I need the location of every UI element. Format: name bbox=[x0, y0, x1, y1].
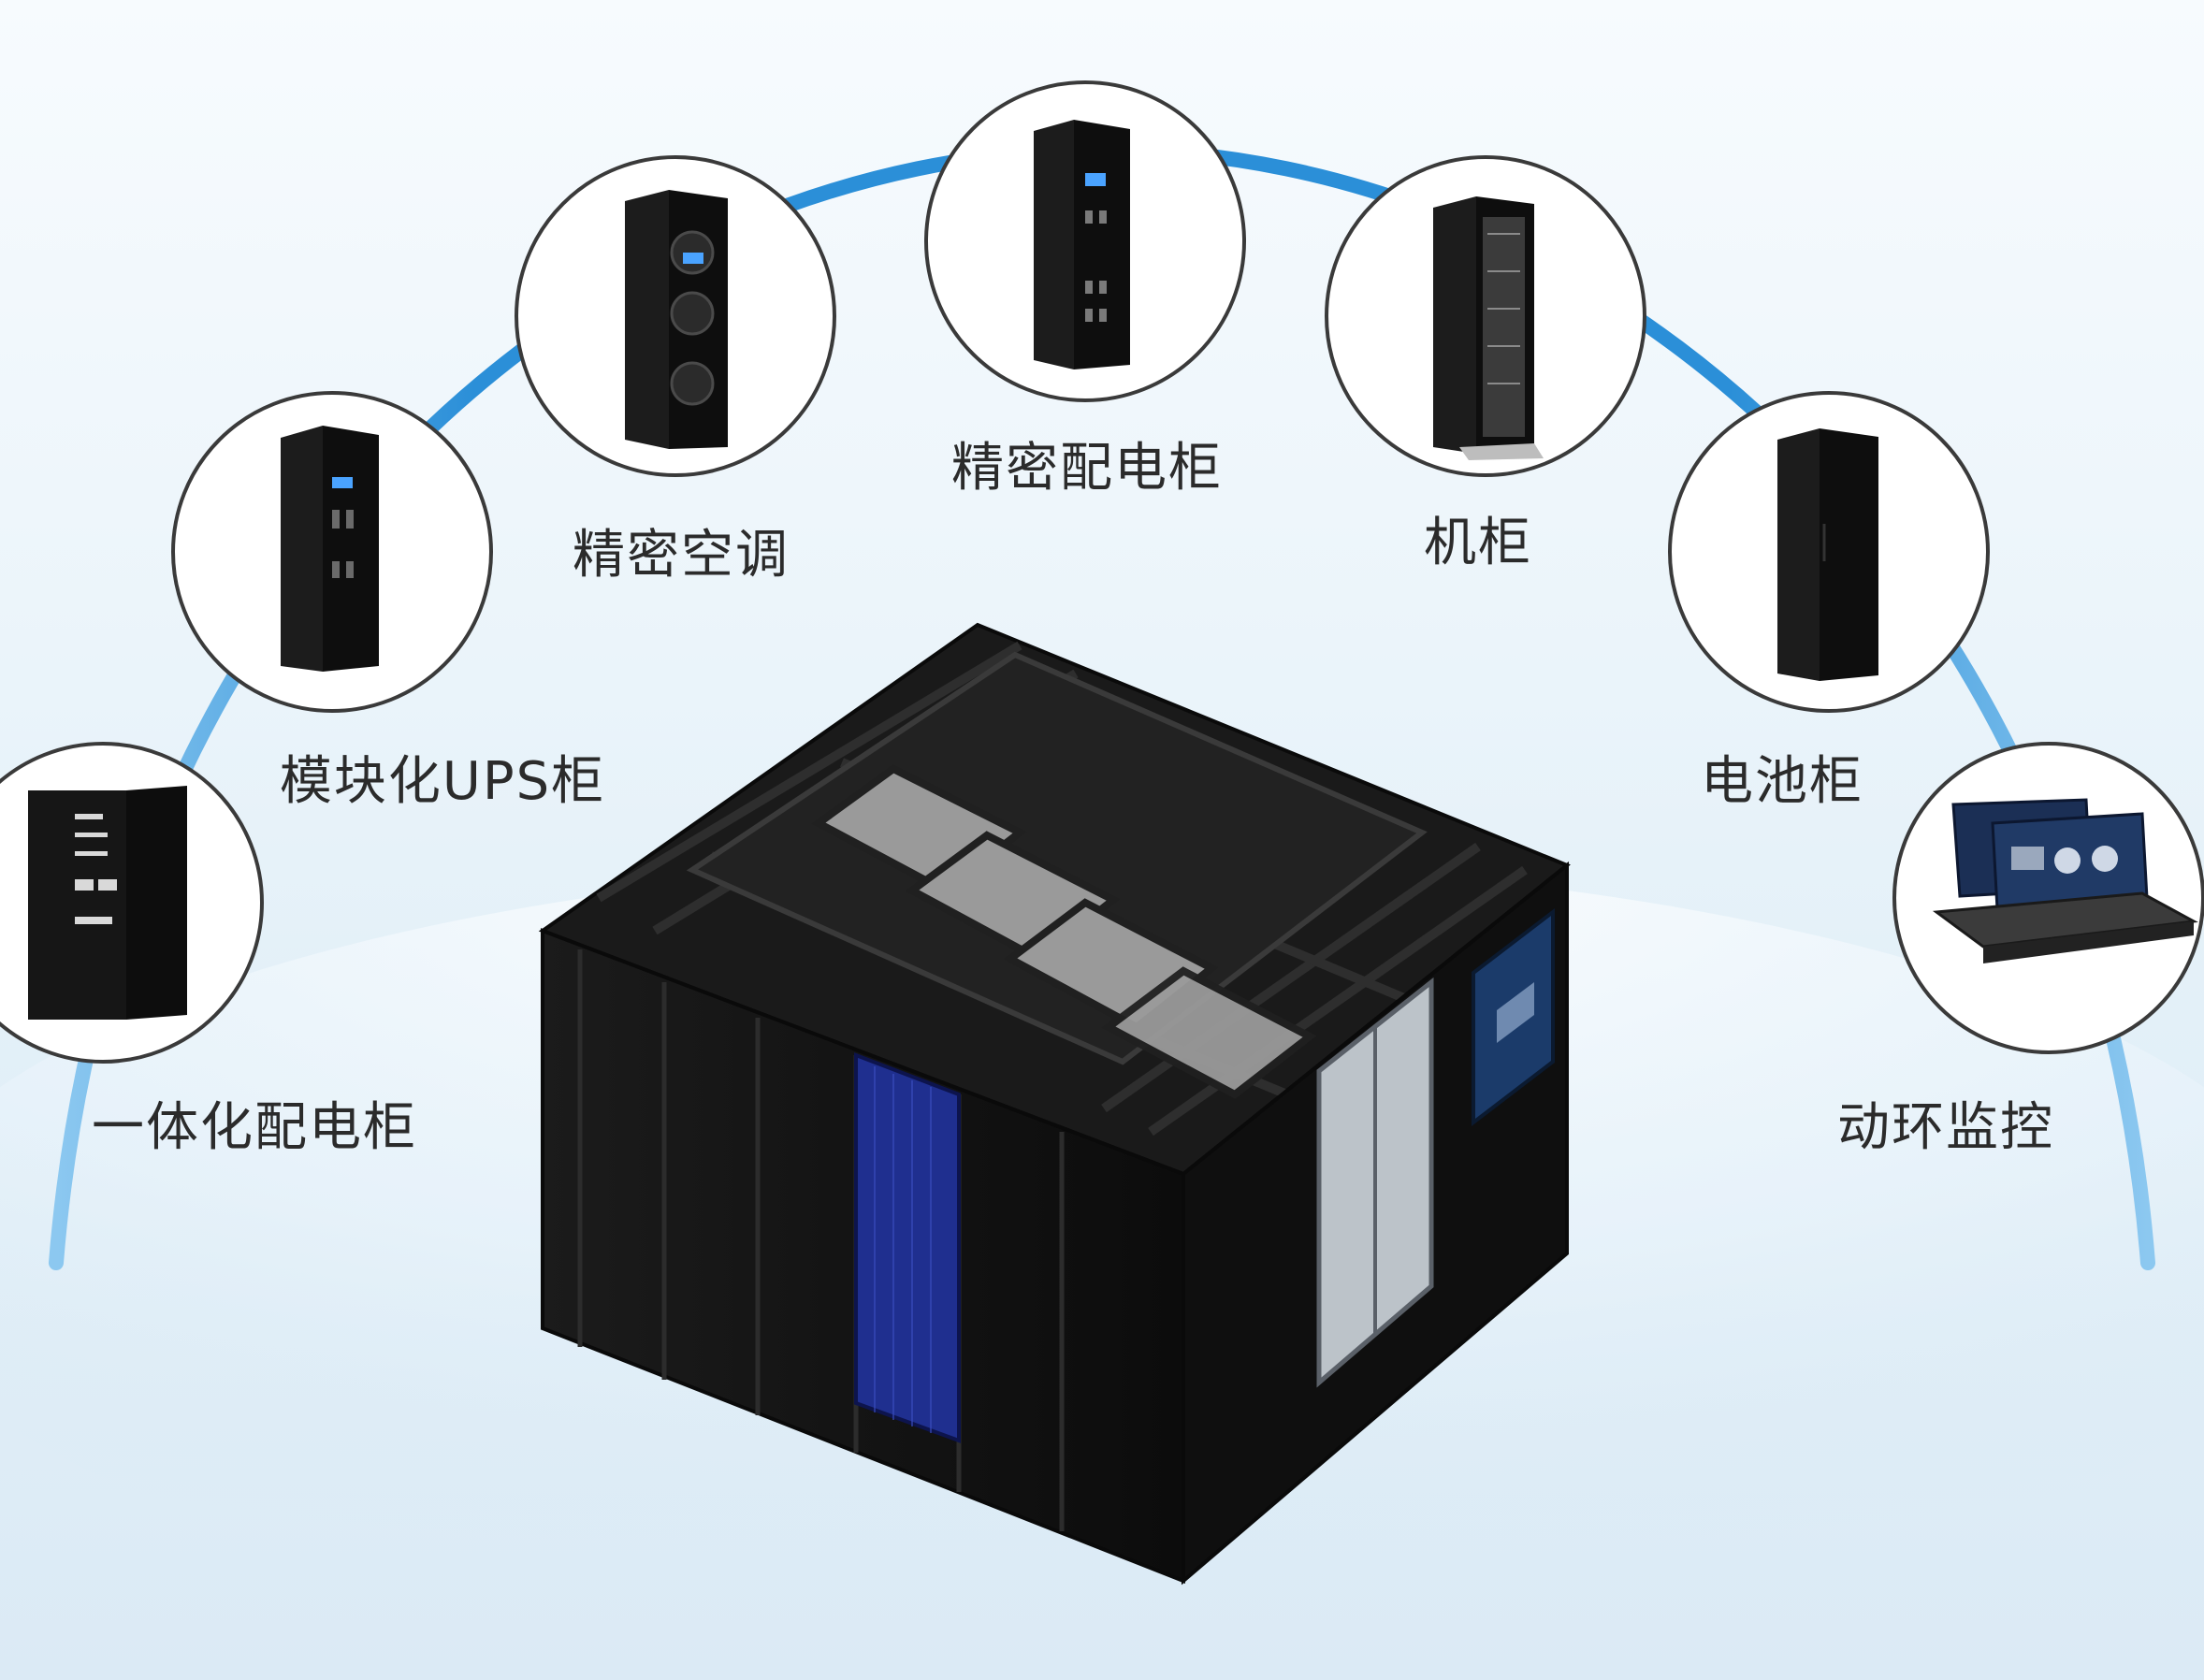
label-integrated-pdu: 一体化配电柜 bbox=[92, 1097, 417, 1158]
monitoring-node bbox=[1892, 742, 2204, 1054]
server-rack-icon bbox=[1433, 196, 1544, 460]
precision-ac-unit-icon bbox=[625, 190, 728, 449]
integrated-pdu-node bbox=[0, 742, 264, 1064]
precision-ac-node bbox=[515, 155, 836, 477]
integrated-pdu-cabinet-icon bbox=[28, 786, 187, 1020]
modular-ups-node bbox=[171, 391, 493, 713]
label-battery: 电池柜 bbox=[1701, 751, 1863, 812]
modular-ups-cabinet-icon bbox=[281, 426, 379, 672]
battery-cabinet-icon bbox=[1777, 428, 1878, 681]
label-rack: 机柜 bbox=[1424, 513, 1532, 573]
precision-pdc-cabinet-icon bbox=[1034, 120, 1130, 369]
rack-node bbox=[1325, 155, 1646, 477]
precision-pdc-node bbox=[924, 80, 1246, 402]
label-precision-ac: 精密空调 bbox=[573, 525, 790, 586]
label-modular-ups: 模块化UPS柜 bbox=[279, 751, 606, 812]
micro-module-datacenter bbox=[538, 622, 1571, 1586]
label-monitoring: 动环监控 bbox=[1837, 1097, 2054, 1158]
label-precision-pdc: 精密配电柜 bbox=[951, 438, 1223, 499]
monitoring-screens-icon bbox=[1932, 798, 2198, 963]
battery-node bbox=[1668, 391, 1990, 713]
